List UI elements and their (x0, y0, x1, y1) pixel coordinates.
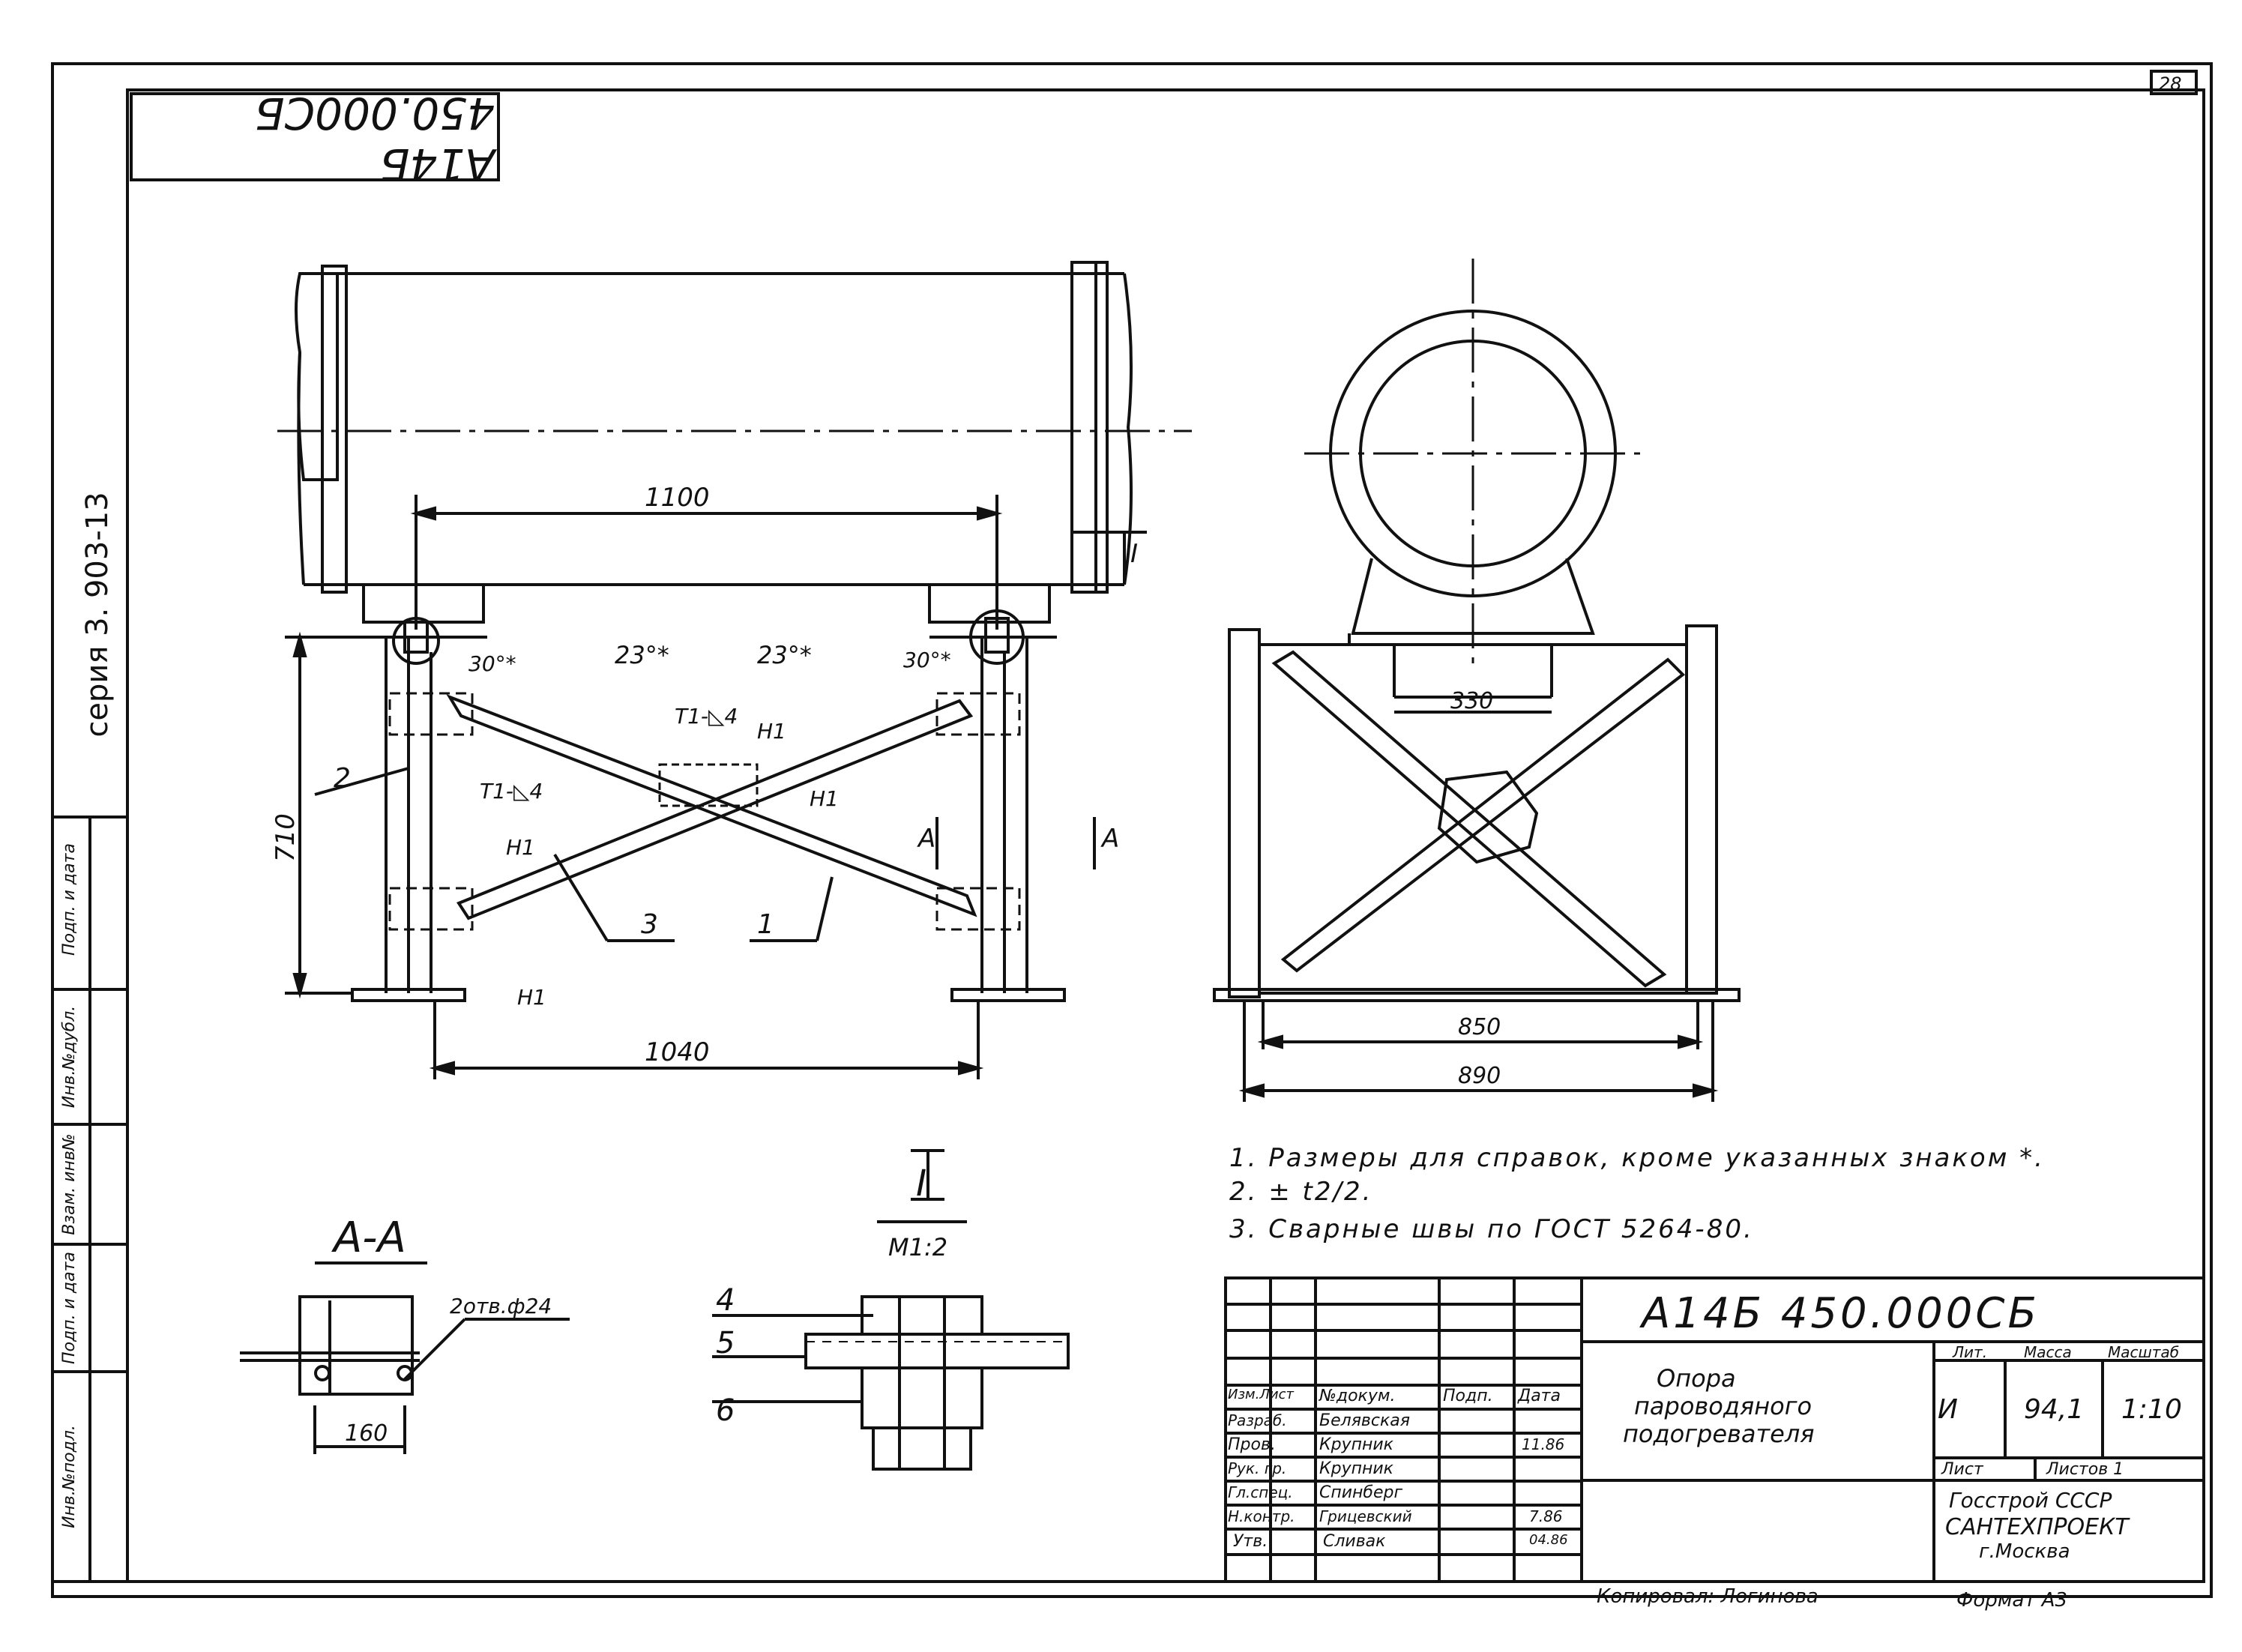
dim-710: 710 (271, 813, 301, 862)
weld-h1-d: Н1 (517, 985, 546, 1010)
tb-mass-value: 94,1 (2024, 1394, 2085, 1425)
tb-row-4-name: Спинберг (1319, 1483, 1403, 1502)
tb-sheets-label: Листов 1 (2046, 1460, 2124, 1479)
section-aa (240, 1261, 570, 1454)
section-aa-dim: 160 (345, 1420, 388, 1447)
tb-row-6-name: Сливак (1323, 1532, 1386, 1551)
front-view (277, 261, 1192, 1079)
angle-mid-right: 23°* (757, 641, 812, 669)
detail-pos-6: 6 (716, 1393, 735, 1428)
section-aa-holes: 2отв.ф24 (450, 1294, 552, 1318)
tb-org-2: САНТЕХПРОЕКТ (1945, 1514, 2129, 1540)
section-mark-right: А (1100, 824, 1119, 854)
strip-label-4: Инв.№дубл. (60, 971, 90, 1143)
strip-text-4: Инв.№дубл. (60, 1005, 79, 1109)
tb-row-4-role: Гл.спец. (1228, 1483, 1293, 1501)
detail-pos-4: 4 (716, 1283, 735, 1318)
tb-org-3: г.Москва (1979, 1540, 2070, 1563)
pos-3: 3 (641, 909, 658, 940)
pos-1: 1 (757, 909, 774, 940)
strip-label-1: Инв.№подл. (60, 1390, 90, 1563)
detail-i (712, 1149, 1070, 1471)
dim-850: 850 (1458, 1014, 1501, 1040)
angle-right: 30°* (903, 648, 951, 672)
tb-format: Формат А3 (1956, 1589, 2068, 1612)
strip-text-5: Подп. и дата (60, 843, 79, 956)
series-text: серия 3. 903-13 (80, 492, 115, 738)
tb-mass-label: Масса (2024, 1343, 2072, 1361)
tb-row-1-role: Разраб. (1228, 1411, 1287, 1429)
tb-row-0-role: Изм.Лист (1228, 1387, 1294, 1402)
tb-name-2: пароводяного (1634, 1392, 1812, 1420)
strip-text-1: Инв.№подл. (60, 1425, 79, 1528)
tb-org-1: Госстрой СССР (1949, 1488, 2112, 1513)
tb-row-5-name: Грицевский (1319, 1507, 1412, 1525)
section-mark-left: А (917, 824, 935, 854)
strip-text-3: Взам. инв№ (60, 1133, 79, 1235)
page-number: 28 (2159, 73, 2182, 94)
tb-lit-label: Лит. (1953, 1343, 1988, 1361)
angle-mid-left: 23°* (615, 641, 669, 669)
dim-890: 890 (1458, 1063, 1501, 1089)
tb-row-6-date: 04.86 (1529, 1532, 1568, 1548)
dim-330: 330 (1450, 688, 1493, 714)
tb-copied: Копировал: Логинова (1597, 1585, 1818, 1608)
title-block (1224, 1276, 2205, 1583)
rotated-code: А14Б 450.000СБ (135, 88, 495, 190)
tb-lit-value: И (1938, 1394, 1958, 1425)
tb-row-5-role: Н.контр. (1228, 1507, 1295, 1525)
side-view (1213, 259, 1741, 1102)
tb-row-0-name: №докум. (1319, 1387, 1396, 1405)
tb-row-3-name: Крупник (1319, 1459, 1393, 1478)
tb-row-5-date: 7.86 (1529, 1507, 1563, 1525)
weld-h1-b: Н1 (810, 786, 839, 811)
weld-t1-b: Т1-◺4 (480, 779, 543, 804)
tb-row-6-role: Утв. (1233, 1532, 1268, 1551)
detail-i-scale: М1:2 (888, 1233, 947, 1261)
note-1: 1. Размеры для справок, кроме указанных … (1229, 1143, 2045, 1173)
rotated-code-box (130, 92, 500, 181)
detail-i-title: I (916, 1163, 926, 1205)
weld-h1-c: Н1 (506, 835, 535, 860)
tb-row-0-sign: Подп. (1443, 1387, 1493, 1405)
tb-scale-label: Масштаб (2108, 1343, 2180, 1361)
tb-designation: А14Б 450.000СБ (1642, 1289, 2040, 1338)
angle-left: 30°* (468, 651, 516, 676)
tb-row-3-role: Рук. гр. (1228, 1459, 1287, 1477)
tb-row-2-date: 11.86 (1522, 1435, 1565, 1453)
detail-mark: I (1130, 539, 1138, 569)
tb-row-1-name: Белявская (1319, 1411, 1410, 1430)
tb-row-2-name: Крупник (1319, 1435, 1393, 1454)
tb-scale-value: 1:10 (2121, 1394, 2182, 1425)
section-aa-title: А-А (331, 1214, 406, 1262)
strip-label-5: Подп. и дата (60, 813, 90, 986)
note-3: 3. Сварные швы по ГОСТ 5264-80. (1229, 1214, 1754, 1244)
series-label: серия 3. 903-13 (75, 472, 120, 757)
outer-frame (51, 62, 2213, 1598)
inner-frame (126, 88, 2205, 1583)
tb-name-3: подогревателя (1623, 1420, 1815, 1448)
dim-1040: 1040 (645, 1037, 710, 1067)
detail-pos-5: 5 (716, 1326, 735, 1360)
note-2: 2. ± t2/2. (1229, 1177, 1373, 1207)
tb-sheet-label: Лист (1941, 1460, 1983, 1479)
weld-h1-a: Н1 (757, 719, 786, 744)
rotated-code-text: А14Б 450.000СБ (254, 88, 495, 190)
weld-t1-a: Т1-◺4 (675, 704, 738, 729)
pos-2: 2 (334, 763, 351, 794)
tb-name-1: Опора (1657, 1364, 1736, 1393)
tb-row-0-date: Дата (1518, 1387, 1561, 1405)
page-number-box (2150, 70, 2198, 95)
dim-1100: 1100 (645, 483, 710, 513)
tb-row-2-role: Пров. (1228, 1435, 1276, 1454)
